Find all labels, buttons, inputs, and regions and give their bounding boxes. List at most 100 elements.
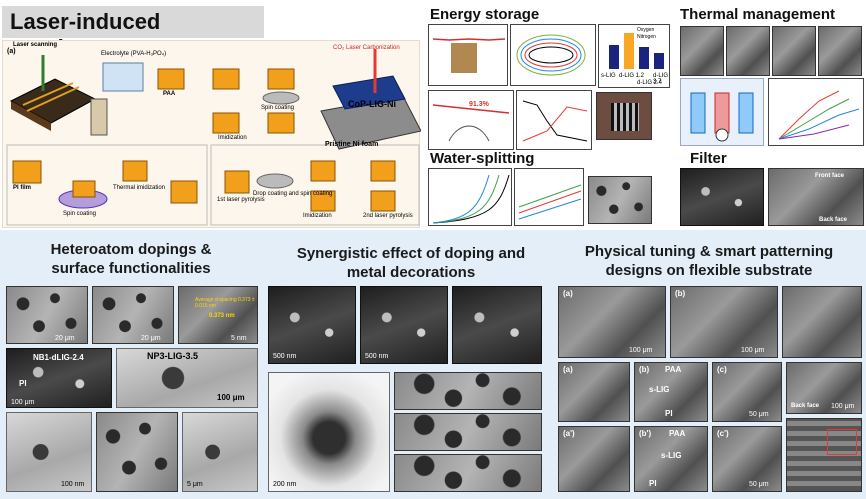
phys-sem-c (782, 286, 862, 358)
phys-highlight-box (827, 429, 857, 455)
phys-pi-label: PI (665, 409, 673, 418)
water-plot-b (514, 168, 584, 226)
pi-film-label: PI film (13, 185, 32, 191)
hetero-scale-f: 100 nm (61, 481, 85, 488)
hetero-scale-d: 100 μm (11, 399, 35, 406)
syn-tem-d: 200 nm (268, 372, 390, 492)
phys-letter-h: (a') (563, 429, 575, 438)
hetero-tem-c: Average d-spacing 0.373 ± 0.015 nm 0.373… (178, 286, 258, 344)
phys-pi-label-2: PI (649, 479, 657, 488)
water-splitting-title: Water-splitting (430, 150, 535, 167)
energy-plot-b-graph (516, 34, 586, 76)
phys-paa-label-2: PAA (669, 429, 686, 438)
pi-label-d: PI (19, 379, 27, 388)
phys-sem-e: (b) PAA s-LIG PI (634, 362, 708, 422)
hetero-scale-c: 5 nm (231, 335, 247, 342)
water-foam-photo (588, 176, 652, 224)
hetero-scale-a: 20 μm (55, 335, 75, 342)
electrolyte-label: Electrolyte (PVA-H₃PO₄) (101, 51, 167, 57)
bar-cat-0: s-LIG (601, 73, 616, 79)
legend-nitrogen: Nitrogen (637, 34, 656, 40)
syn-sem-g (394, 454, 542, 492)
phys-letter-j: (c') (717, 429, 729, 438)
phys-letter-e: (b) (639, 365, 650, 374)
laser-pyrolysis-1-label: 1st laser pyrolysis (217, 197, 265, 203)
interdigitated-electrode (611, 103, 639, 131)
phys-letter-d: (a) (563, 365, 573, 374)
thermal-plot (768, 78, 864, 146)
cop-lig-ni-label: CoP-LIG-Ni (348, 99, 396, 109)
hetero-scale-h: 5 μm (187, 481, 203, 488)
phys-sem-i: (b') PAA s-LIG PI (634, 426, 708, 492)
phys-sem-b: (b) 100 μm (670, 286, 778, 358)
phys-sem-k (786, 418, 862, 492)
thermal-diagram (680, 78, 764, 146)
co2-laser-label: CO₂ Laser Carbonization (333, 45, 400, 51)
thermal-imidization-label: Thermal imidization (113, 185, 166, 191)
phys-sem-f: (c) 50 μm (712, 362, 782, 422)
phys-scale-g: 100 μm (831, 403, 855, 410)
hetero-sem-a: 20 μm (6, 286, 88, 344)
syn-sem-a: 500 nm (268, 286, 356, 364)
energy-bar-chart: Oxygen Nitrogen s-LIG d-LIG 1.2 d-LIG 2.… (598, 24, 670, 88)
dspacing-avg: Average d-spacing 0.373 ± 0.015 nm (195, 297, 255, 309)
phys-slig-label: s-LIG (649, 385, 670, 394)
phys-letter-i: (b') (639, 429, 652, 438)
back-face-label: Back face (819, 217, 848, 223)
laser-pyrolysis-2-label: 2nd laser pyrolysis (363, 213, 413, 219)
energy-plot-a-graph (432, 38, 506, 73)
np3-label: NP3-LIG-3.5 (147, 351, 199, 361)
phys-sem-a: (a) 100 μm (558, 286, 666, 358)
water-plot-a (428, 168, 512, 226)
phys-letter-a: (a) (563, 289, 573, 298)
energy-plot-a (428, 24, 508, 86)
hetero-sem-e: NP3-LIG-3.5 100 μm (116, 348, 258, 408)
energy-plot-b (510, 24, 596, 86)
syn-sem-c (452, 286, 542, 364)
hetero-sem-b: 20 μm (92, 286, 174, 344)
syn-sem-f (394, 413, 542, 451)
synthesis-illustration: (a) (6, 48, 421, 226)
pristine-ni-label: Pristine Ni foam (325, 141, 379, 148)
legend-oxygen: Oxygen (637, 27, 655, 33)
phys-scale-b: 100 μm (741, 347, 765, 354)
phys-sem-j: (c') 50 μm (712, 426, 782, 492)
phys-scale-j: 50 μm (749, 481, 769, 488)
syn-scale-b: 500 nm (365, 353, 389, 360)
thermal-image-1 (680, 26, 724, 76)
hetero-scale-e: 100 μm (217, 393, 245, 402)
drop-coating-label: Drop coating and spin coating (253, 191, 333, 197)
thermal-image-3 (772, 26, 816, 76)
syn-sem-b: 500 nm (360, 286, 448, 364)
syn-scale-d: 200 nm (273, 481, 297, 488)
energy-plot-e-graph (522, 100, 588, 142)
hetero-sem-d: NB1-dLIG-2.4 PI 100 μm (6, 348, 112, 408)
hetero-scale-b: 20 μm (141, 335, 161, 342)
imidization-label: Imidization (218, 135, 247, 141)
hetero-sem-g (96, 412, 178, 492)
bar-cat-2: d-LIG 2.4 (637, 80, 663, 86)
physical-title: Physical tuning & smart patterning desig… (584, 243, 834, 279)
filter-title: Filter (690, 150, 727, 167)
synthesis-panel: (a) Laser scanning Elec (2, 40, 421, 228)
main-title-bar: Laser-induced graphene (2, 6, 264, 60)
spin-coating-label-2: Spin coating (63, 211, 97, 217)
phys-paa-label: PAA (665, 365, 682, 374)
energy-plot-d: 91.3% (428, 90, 514, 150)
syn-scale-a: 500 nm (273, 353, 297, 360)
thermal-image-2 (726, 26, 770, 76)
thermal-plot-graph (778, 90, 860, 140)
dspacing-val: 0.373 nm (209, 313, 235, 319)
hetero-sem-h: 5 μm (182, 412, 258, 492)
water-plot-a-graph (432, 174, 510, 224)
heteroatom-title: Heteroatom dopings & surface functionali… (50, 241, 212, 277)
phys-scale-f: 50 μm (749, 411, 769, 418)
phys-back-face-label: Back face (791, 403, 820, 409)
imidization-label-2: Imidization (303, 213, 332, 219)
thermal-image-4 (818, 26, 862, 76)
laser-scanning-label: Laser scanning (13, 42, 58, 48)
paa-label: PAA (163, 91, 176, 97)
syn-sem-e (394, 372, 542, 410)
phys-sem-d: (a) (558, 362, 630, 422)
energy-plot-e (516, 90, 592, 150)
